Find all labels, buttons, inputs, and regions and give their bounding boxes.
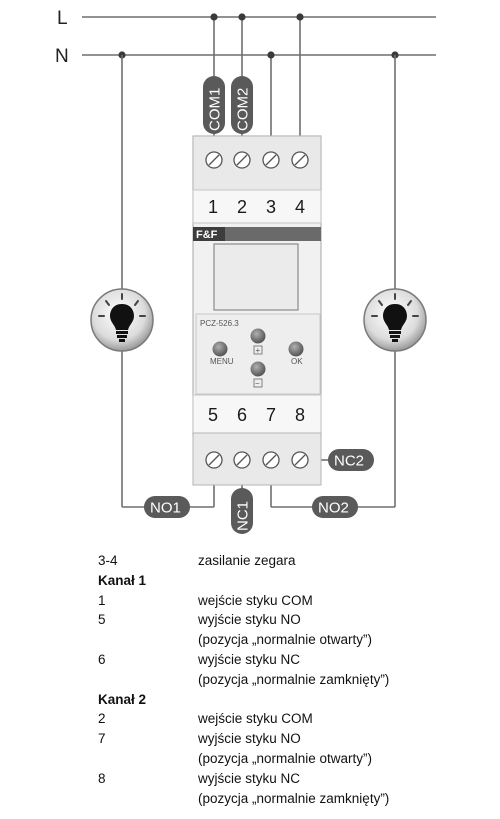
legend-row: (pozycja „normalnie otwarty”)	[98, 749, 498, 769]
com1-label: COM1	[207, 88, 224, 131]
junction-dot	[267, 51, 275, 59]
screw-terminal-4	[291, 151, 309, 169]
legend-value: zasilanie zegara	[198, 553, 296, 568]
l-bus-label: L	[57, 8, 68, 29]
nc2-pill	[328, 449, 374, 471]
legend-key: 5	[98, 612, 106, 628]
n-bus-label: N	[55, 46, 69, 67]
terminal-number-8: 8	[295, 405, 305, 425]
nc1-label: NC1	[235, 501, 252, 531]
top-terminal-screws	[205, 151, 309, 169]
menu-button[interactable]	[212, 341, 228, 357]
junction-dot	[296, 13, 304, 21]
no2-pill	[312, 496, 358, 518]
legend-key: 6	[98, 651, 106, 667]
minus-button-label: −	[255, 379, 260, 388]
legend-row: 6 wyjście styku NC	[98, 650, 498, 670]
legend-row: 3-4 zasilanie zegara	[98, 551, 498, 571]
terminal-number-4: 4	[295, 197, 305, 217]
legend-value: wyjście styku NO	[198, 612, 301, 628]
brand-logo: F&F	[196, 229, 218, 241]
lcd-display	[213, 243, 299, 311]
lamp-1-bulb-icon	[90, 288, 154, 352]
brand-logo-box	[193, 227, 225, 241]
legend-value: wejście styku COM	[198, 711, 313, 727]
plus-label-box	[253, 345, 263, 355]
menu-button-label: MENU	[210, 357, 234, 366]
legend-row: 2 wejście styku COM	[98, 709, 498, 729]
legend-value: wyjście styku NC	[198, 651, 301, 667]
screw-terminal-6	[233, 451, 251, 469]
nc2-label: NC2	[334, 453, 364, 470]
legend-value: wyjście styku NC	[198, 770, 301, 786]
no1-pill	[144, 496, 190, 518]
screw-terminal-5	[205, 451, 223, 469]
ok-button-label: OK	[291, 357, 303, 366]
legend-row: 8 wyjście styku NC	[98, 769, 498, 789]
no2-label: NO2	[318, 500, 349, 517]
terminal-number-2: 2	[237, 197, 247, 217]
terminal-legend: 3-4 zasilanie zegara Kanał 1 1 wejście sty…	[98, 551, 498, 808]
legend-heading-channel-2: Kanał 2	[98, 691, 147, 707]
lamp-2-bulb-icon	[363, 288, 427, 352]
plus-button[interactable]	[250, 328, 266, 344]
legend-value: wyjście styku NO	[198, 731, 301, 747]
terminal-number-6: 6	[237, 405, 247, 425]
device-model: PCZ-526.3	[200, 319, 239, 328]
terminal-number-1: 1	[208, 197, 218, 217]
wiring-diagram: L N F&F PCZ-526.3 + MENU OK −	[55, 8, 436, 534]
legend-key: 2	[98, 711, 106, 727]
legend-key: 8	[98, 770, 106, 786]
minus-label-box	[253, 378, 263, 388]
legend-key: 3-4	[98, 553, 118, 568]
legend-key: 1	[98, 592, 106, 608]
screw-terminal-1	[205, 151, 223, 169]
com2-label: COM2	[235, 88, 252, 131]
terminal-number-7: 7	[266, 405, 276, 425]
bottom-terminal-screws	[205, 451, 309, 469]
top-number-strip	[192, 189, 322, 224]
no1-label: NO1	[150, 500, 181, 517]
junction-dot	[210, 13, 218, 21]
legend-heading-channel-1: Kanał 1	[98, 572, 147, 588]
legend-row: 7 wyjście styku NO	[98, 729, 498, 749]
com1-pill	[203, 76, 225, 134]
legend-value: (pozycja „normalnie otwarty”)	[198, 750, 373, 766]
legend-row: (pozycja „normalnie zamknięty”)	[98, 789, 498, 809]
nc1-pill	[231, 488, 253, 534]
legend-value: (pozycja „normalnie otwarty”)	[198, 632, 373, 648]
legend-row: 1 wejście styku COM	[98, 591, 498, 611]
com2-pill	[231, 76, 253, 134]
legend-row: (pozycja „normalnie zamknięty”)	[98, 670, 498, 690]
legend-value: (pozycja „normalnie zamknięty”)	[198, 790, 390, 806]
legend-key: 7	[98, 731, 106, 747]
legend-value: wejście styku COM	[198, 592, 313, 608]
screw-terminal-8	[291, 451, 309, 469]
ok-button[interactable]	[288, 341, 304, 357]
legend-row: (pozycja „normalnie otwarty”)	[98, 630, 498, 650]
terminal-number-5: 5	[208, 405, 218, 425]
screw-terminal-2	[233, 151, 251, 169]
plus-button-label: +	[256, 346, 261, 355]
terminal-number-3: 3	[266, 197, 276, 217]
screw-terminal-7	[262, 451, 280, 469]
minus-button[interactable]	[250, 361, 266, 377]
junction-dot	[238, 13, 246, 21]
legend-row: 5 wyjście styku NO	[98, 610, 498, 630]
legend-value: (pozycja „normalnie zamknięty”)	[198, 671, 390, 687]
screw-terminal-3	[262, 151, 280, 169]
